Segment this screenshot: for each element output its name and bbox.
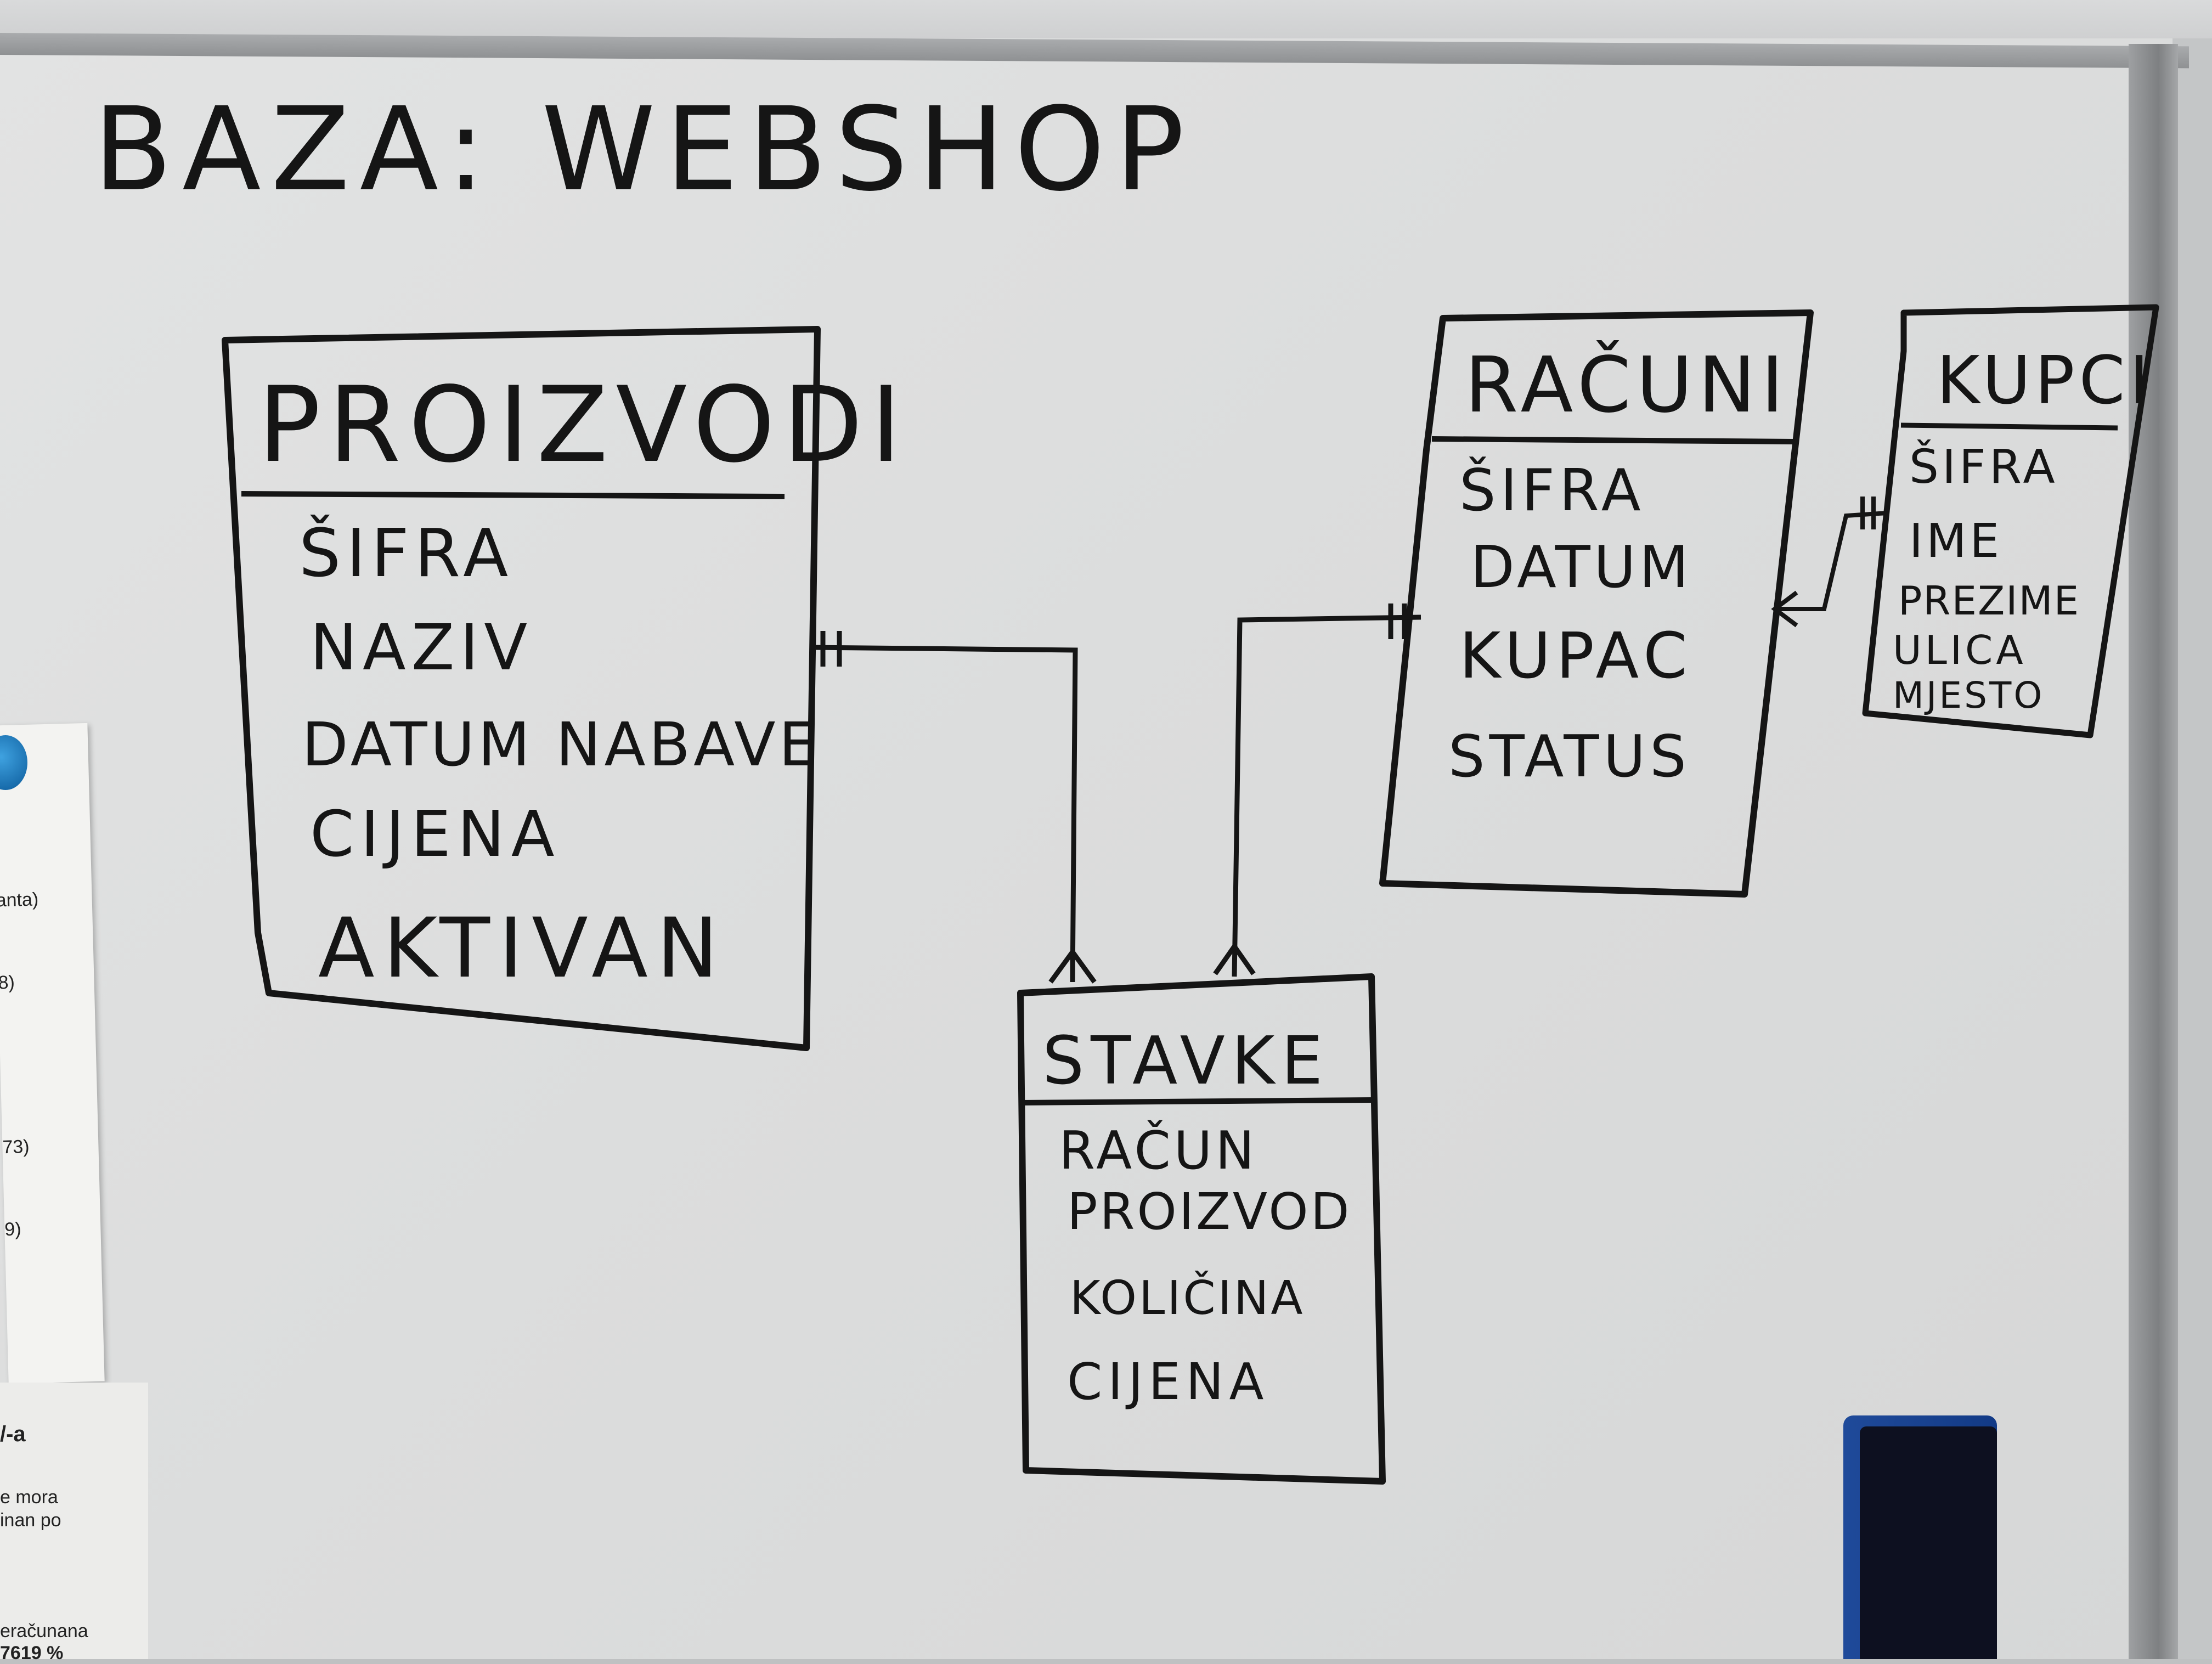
entity-field: AKTIVAN [318,901,727,996]
relationship-racuni-stavke [1213,603,1421,977]
entity-field: KOLIČINA [1070,1270,1305,1325]
whiteboard [0,38,2172,1659]
entity-field: IME [1909,514,2002,568]
entity-field: CIJENA [1067,1352,1269,1411]
eraser-felt [1860,1426,1997,1659]
entity-field: CIJENA [310,798,561,871]
entity-stavke: STAVKE RAČUN PROIZVOD KOLIČINA CIJENA [1017,973,1386,1485]
entity-field: DATUM NABAVE [302,709,820,780]
notice-line: /-a [0,1422,26,1446]
entity-field: NAZIV [310,611,533,685]
entity-name: KUPCI [1937,343,2153,419]
notice-paper: /-a e mora inan po eračunana 7619 % [0,1383,148,1663]
entity-name: STAVKE [1042,1023,1329,1099]
entity-field: PREZIME [1898,578,2080,624]
entity-field: DATUM [1470,534,1692,601]
entity-proizvodi: PROIZVODI ŠIFRA NAZIV DATUM NABAVE CIJEN… [222,326,909,1051]
entity-field: ŠIFRA [299,515,514,592]
notice-line: eračunana [0,1621,88,1642]
entity-field: KUPAC [1459,619,1692,693]
notice-line: inan po [0,1510,61,1531]
entity-racuni: RAČUNI ŠIFRA DATUM KUPAC STATUS [1379,309,1814,898]
notice-line: e mora [0,1487,58,1508]
entity-name: PROIZVODI [258,364,909,486]
entity-field: PROIZVOD [1067,1182,1352,1241]
diagram-title: BAZA: WEBSHOP [93,82,1194,217]
entity-field: STATUS [1448,723,1691,790]
entity-name: RAČUNI [1465,340,1789,430]
entity-field: ŠIFRA [1909,439,2058,494]
entity-field: ULICA [1893,627,2027,673]
monitor-taskbar-strip [0,0,2212,38]
entity-field: RAČUN [1059,1120,1257,1181]
relationship-proizvodi-stavke [811,631,1097,984]
entity-field: MJESTO [1893,674,2044,717]
entity-kupci: KUPCI ŠIFRA IME PREZIME ULICA MJESTO [1862,304,2159,738]
entity-field: ŠIFRA [1459,456,1645,524]
relationship-kupci-racuni [1771,497,1888,628]
